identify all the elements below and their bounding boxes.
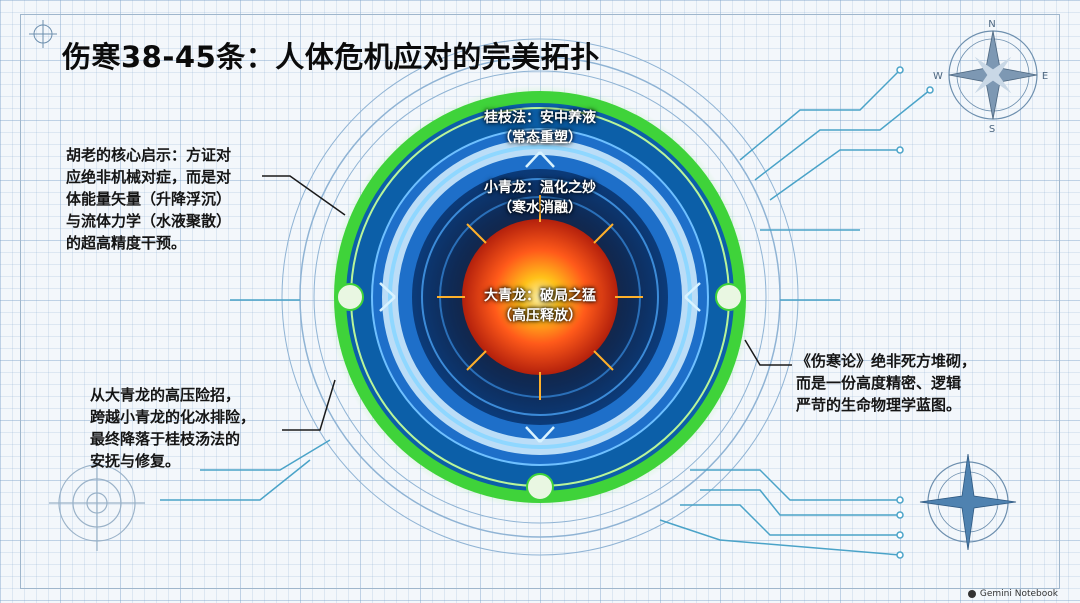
note-blueprint: 《伤寒论》绝非死方堆砌， 而是一份高度精密、逻辑 严苛的生命物理学蓝图。 [796, 352, 977, 414]
target-crosshair-bottom [49, 455, 145, 551]
page-title: 伤寒38-45条：人体危机应对的完美拓扑 [62, 40, 600, 74]
core-sun [462, 219, 618, 375]
notebook-icon [967, 590, 976, 598]
outer-guide-rings [281, 38, 799, 556]
label-middle-ring: 小青龙：温化之妙 （寒水消融） [484, 180, 596, 216]
note-progression: 从大青龙的高压险招， 跨越小青龙的化冰排险， 最终降落于桂枝汤法的 安抚与修复。 [90, 386, 256, 470]
target-crosshair-top [29, 20, 57, 48]
compass-rose-top [948, 30, 1038, 120]
gemini-notebook-badge: Gemini Notebook [967, 589, 1058, 599]
ring-connector-icons [336, 283, 743, 501]
blueprint-frame [20, 14, 1060, 589]
compass-rose-bottom [919, 453, 1017, 551]
circuit-lines-left [160, 299, 840, 501]
note-core-insight: 胡老的核心启示：方证对 应绝非机械对症，而是对 体能量矢量（升降浮沉） 与流体力… [66, 146, 232, 252]
core-rays [437, 195, 643, 400]
orbit-arrows [379, 151, 701, 443]
circuit-nodes-right [896, 66, 934, 559]
leader-lines [262, 175, 792, 431]
label-outer-ring: 桂枝法：安中养液 （常态重塑） [484, 110, 596, 146]
circuit-lines-right [659, 69, 931, 556]
label-core: 大青龙：破局之猛 （高压释放） [484, 288, 596, 324]
